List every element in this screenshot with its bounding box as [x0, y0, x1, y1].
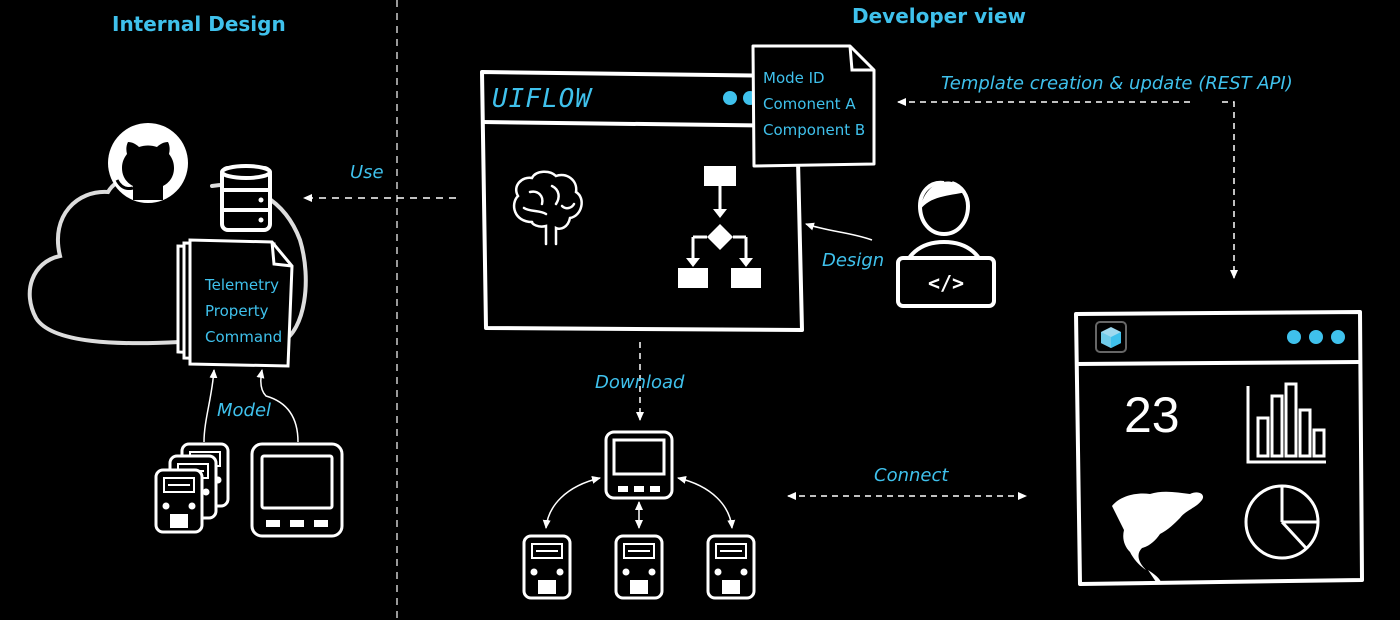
- link-left: [542, 475, 601, 529]
- use-label: Use: [350, 162, 384, 183]
- dashboard-value: 23: [1124, 387, 1180, 443]
- device-left: [522, 534, 572, 600]
- config-note: [751, 44, 876, 168]
- database-icon: [220, 164, 272, 232]
- uiflow-brand: UIFLOW: [492, 84, 592, 114]
- uiflow-window: [480, 70, 804, 332]
- pie-chart-icon: [1244, 484, 1320, 560]
- link-right: [677, 475, 736, 529]
- azure-iot-icon: [1095, 321, 1127, 353]
- internal-design-title: Internal Design: [112, 12, 286, 36]
- dashboard-window: [1074, 310, 1364, 586]
- design-arrow: [805, 222, 873, 241]
- note-line-component-a: Comonent A: [763, 95, 856, 113]
- doc-line-command: Command: [205, 328, 283, 346]
- model-arrow-2: [256, 369, 299, 443]
- device-right: [706, 534, 756, 600]
- model-arrow-1: [203, 369, 218, 443]
- developer-view-title: Developer view: [852, 4, 1027, 28]
- bar-chart-icon: [1246, 382, 1326, 464]
- design-label: Design: [822, 250, 885, 271]
- core-device-left: [250, 442, 344, 538]
- github-icon: [108, 123, 188, 203]
- template-arrow-down: [1222, 101, 1238, 279]
- flowchart-icon: [678, 166, 761, 288]
- core-device-center: [604, 430, 674, 500]
- note-line-mode-id: Mode ID: [763, 69, 825, 87]
- note-line-component-b: Component B: [763, 121, 866, 139]
- developer-laptop-icon: </>: [896, 180, 996, 308]
- world-map-icon: [1112, 491, 1204, 584]
- doc-line-telemetry: Telemetry: [205, 276, 280, 294]
- model-label: Model: [217, 400, 272, 421]
- doc-line-property: Property: [205, 302, 269, 320]
- download-label: Download: [595, 372, 685, 393]
- connect-label: Connect: [874, 465, 949, 486]
- template-label: Template creation & update (REST API): [941, 73, 1293, 94]
- device-stack: [154, 442, 230, 534]
- device-middle: [614, 534, 664, 600]
- svg-text:</>: </>: [928, 271, 964, 295]
- model-documents: [176, 238, 294, 368]
- brain-icon: [512, 170, 583, 246]
